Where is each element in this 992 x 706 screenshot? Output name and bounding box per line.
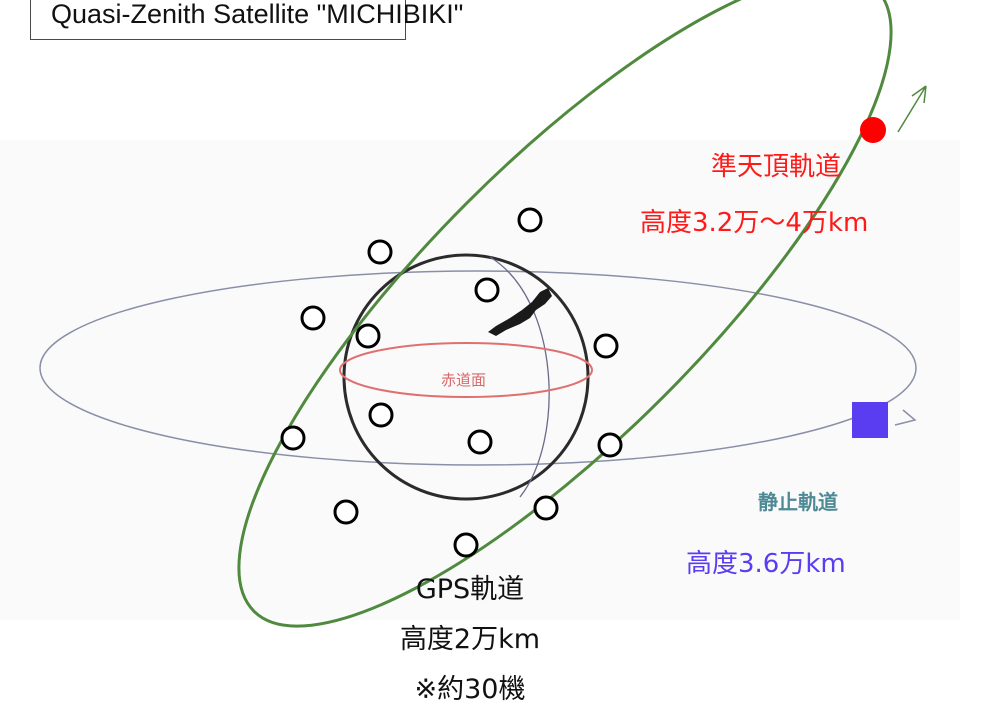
gps-orbit-name: GPS軌道 bbox=[415, 574, 525, 605]
gps-satellite bbox=[453, 532, 479, 558]
quasi-zenith-orbit bbox=[237, 0, 893, 628]
gps-satellites bbox=[280, 207, 623, 558]
gps-satellite bbox=[368, 402, 394, 428]
qzs-orbit-arrow bbox=[897, 85, 927, 133]
background-panel bbox=[0, 140, 960, 620]
equator-ring bbox=[339, 342, 593, 398]
geostationary-orbit bbox=[39, 270, 917, 466]
gps-satellite bbox=[593, 333, 619, 359]
gps-satellite bbox=[333, 499, 359, 525]
gps-satellite bbox=[517, 207, 543, 233]
gps-satellite bbox=[367, 239, 393, 265]
japan-shape bbox=[488, 288, 552, 336]
geo-orbit-name: 静止軌道 bbox=[758, 490, 838, 514]
qzs-orbit-altitude: 高度3.2万～4万km bbox=[640, 208, 869, 238]
gps-satellite bbox=[355, 323, 381, 349]
gps-satellite bbox=[533, 495, 559, 521]
qzs-orbit-name: 準天頂軌道 bbox=[711, 152, 842, 182]
title-box: Quasi-Zenith Satellite "MICHIBIKI" bbox=[30, 0, 463, 40]
gps-satellite bbox=[597, 432, 623, 458]
gps-satellite bbox=[474, 277, 500, 303]
gps-satellite bbox=[467, 429, 493, 455]
gps-satellite bbox=[300, 305, 326, 331]
equator-label: 赤道面 bbox=[441, 371, 487, 389]
earth-meridian bbox=[489, 256, 550, 498]
qzs-satellite bbox=[860, 117, 886, 143]
diagram-title: Quasi-Zenith Satellite "MICHIBIKI" bbox=[51, 0, 464, 29]
geo-satellite bbox=[852, 402, 888, 438]
gps-satellite-count: ※約30機 bbox=[414, 674, 526, 705]
gps-satellite bbox=[280, 425, 306, 451]
gps-orbit-altitude: 高度2万km bbox=[399, 624, 541, 655]
geo-orbit-arrow bbox=[894, 409, 917, 426]
geo-orbit-altitude: 高度3.6万km bbox=[686, 549, 846, 579]
